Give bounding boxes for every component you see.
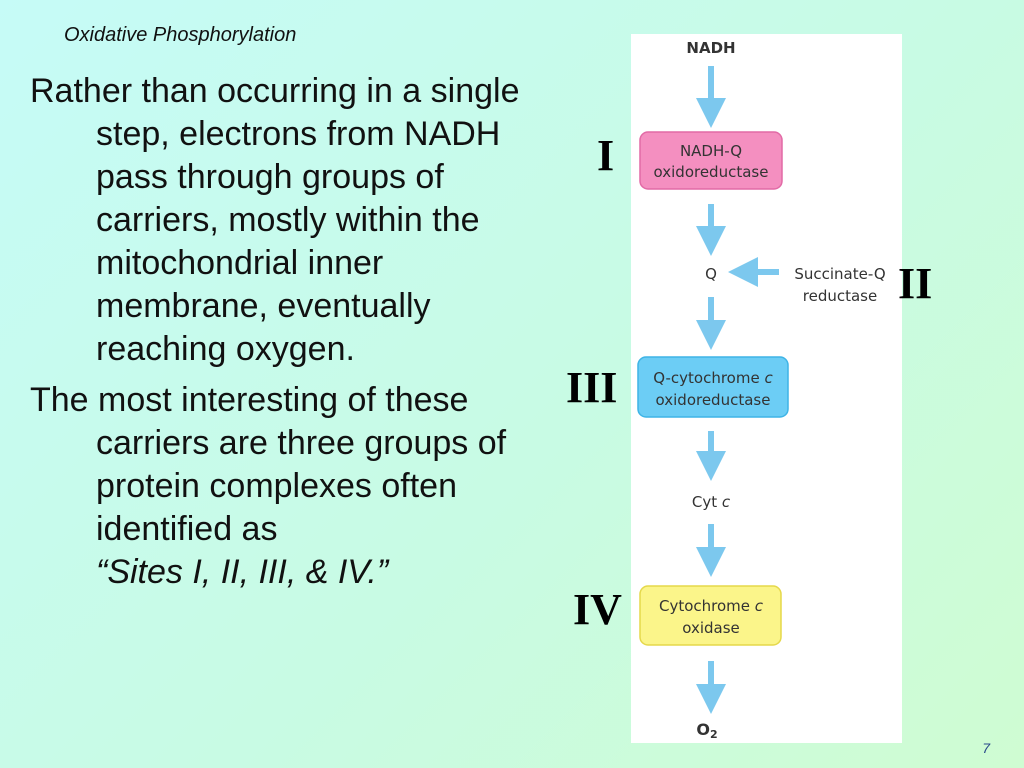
slide-title: Oxidative Phosphorylation [64, 24, 297, 46]
body-text: Rather than occurring in a single step, … [30, 70, 530, 602]
paragraph-protein-complexes: The most interesting of these carriers a… [30, 379, 530, 594]
o2-text: O [696, 720, 710, 739]
paragraph-2-text: The most interesting of these carriers a… [30, 381, 507, 548]
complex-4-box [639, 585, 782, 646]
cyt-c-label: Cyt c [692, 493, 731, 511]
paragraph-electron-path: Rather than occurring in a single step, … [30, 72, 520, 368]
site-2-label: II [898, 259, 933, 308]
site-3-label: III [566, 363, 618, 412]
complex-3-box [637, 356, 789, 418]
cyt-c-italic: c [722, 493, 731, 511]
complex-3-line-2: oxidoreductase [656, 391, 771, 409]
site-1-label: I [597, 131, 615, 180]
complex-1-box [639, 131, 783, 190]
succinate-line-2: reductase [803, 287, 877, 305]
site-4-label: IV [573, 585, 622, 634]
cyt-c-text: Cyt [692, 493, 722, 511]
complex-1-line-2: oxidoreductase [654, 163, 769, 181]
o2-label: O2 [696, 720, 717, 741]
complex-4-line-2: oxidase [682, 619, 740, 637]
o2-subscript: 2 [710, 728, 718, 741]
complex-4-line-1: Cytochrome c [659, 597, 764, 615]
complex-4-line-1-italic: c [755, 597, 764, 615]
complex-4-line-1-text: Cytochrome [659, 597, 755, 615]
electron-transport-diagram: NADH NADH-Q oxidoreductase Q Succinate-Q… [631, 34, 902, 743]
succinate-line-1: Succinate-Q [794, 265, 885, 283]
page-number: 7 [982, 740, 990, 756]
complex-3-line-1-text: Q-cytochrome [653, 369, 764, 387]
diagram-canvas: NADH NADH-Q oxidoreductase Q Succinate-Q… [637, 39, 886, 741]
nadh-label: NADH [686, 39, 735, 57]
complex-1-line-1: NADH-Q [680, 142, 742, 160]
complex-3-line-1-italic: c [764, 369, 773, 387]
sites-emphasis: “Sites I, II, III, & IV.” [96, 553, 389, 591]
q-label: Q [705, 265, 717, 283]
complex-3-line-1: Q-cytochrome c [653, 369, 773, 387]
